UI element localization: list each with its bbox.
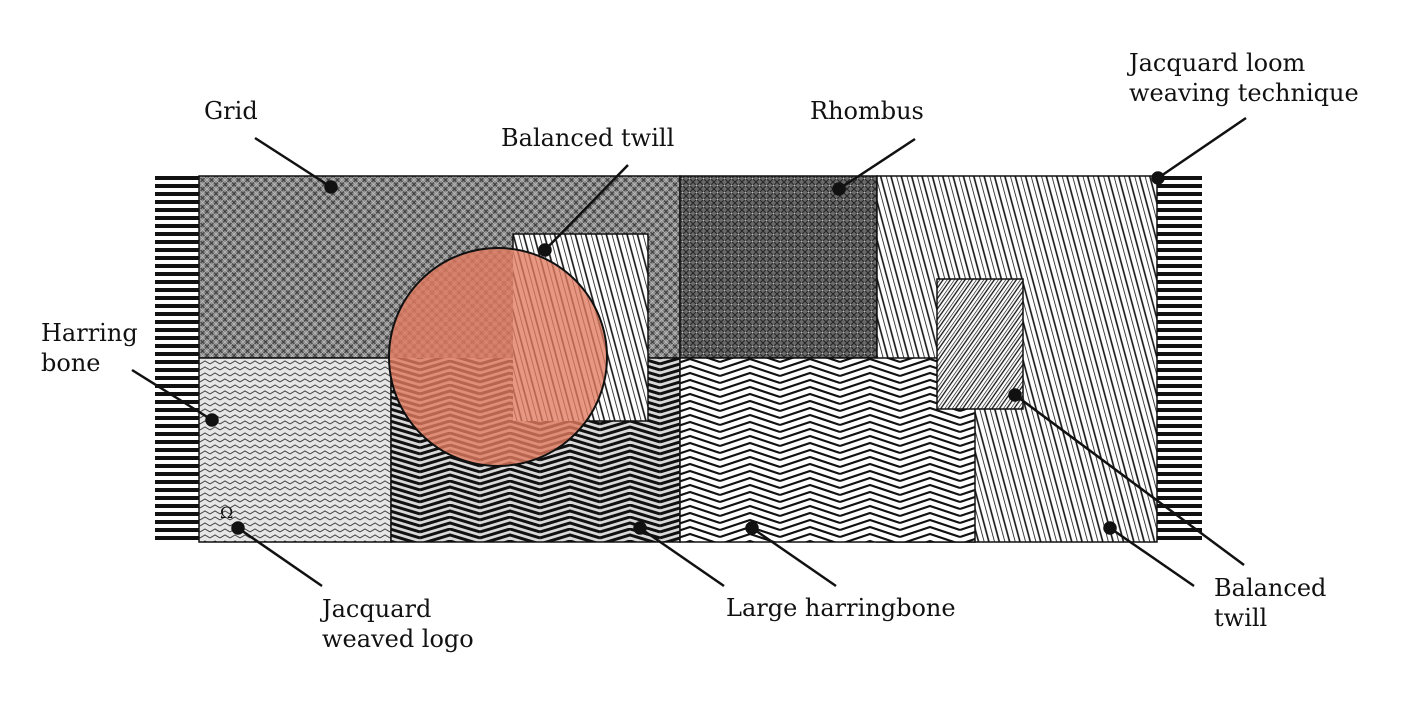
jacquard-logo-glyph: Ω <box>220 503 233 522</box>
dot-grid <box>324 180 338 194</box>
leader-large-harringbone-a <box>639 526 725 588</box>
highlight-circle-outline <box>388 247 608 467</box>
leader-jacquard-loom <box>1157 116 1247 180</box>
right-fringe <box>1157 176 1202 542</box>
label-harring-bone: Harring bone <box>41 319 138 377</box>
leader-balanced-twill-right-a <box>1014 393 1245 567</box>
harring-bone-region <box>198 357 392 543</box>
label-large-harringbone: Large harringbone <box>726 594 956 622</box>
large-harringbone-right-region <box>679 357 976 543</box>
left-fringe <box>155 176 199 542</box>
leader-balanced-twill-top <box>544 164 629 251</box>
leader-jacquard-logo <box>237 526 323 588</box>
dot-large-harringbone-a <box>633 521 647 535</box>
leader-balanced-twill-right-b <box>1109 526 1195 588</box>
dot-jacquard-loom <box>1151 171 1165 185</box>
leader-rhombus <box>838 137 916 191</box>
label-balanced-twill-top: Balanced twill <box>501 124 675 152</box>
dot-jacquard-logo <box>231 521 245 535</box>
dot-balanced-twill-right-a <box>1008 388 1022 402</box>
highlight-circle <box>389 248 607 466</box>
dot-balanced-twill-top <box>538 243 552 257</box>
leader-large-harringbone-b <box>751 526 837 588</box>
textile-body <box>198 175 1158 543</box>
dot-large-harringbone-b <box>745 521 759 535</box>
balanced-twill-inset-right <box>936 278 1024 410</box>
label-grid: Grid <box>204 97 258 125</box>
dot-balanced-twill-right-b <box>1103 521 1117 535</box>
leader-lines <box>131 116 1247 588</box>
label-rhombus: Rhombus <box>810 97 924 125</box>
label-jacquard-loom: Jacquard loom weaving technique <box>1129 49 1359 107</box>
dot-harring-bone <box>205 413 219 427</box>
label-jacquard-logo: Jacquard weaved logo <box>322 595 474 653</box>
dot-rhombus <box>832 182 846 196</box>
leader-harring-bone <box>131 368 213 422</box>
label-balanced-twill-right: Balanced twill <box>1214 574 1327 632</box>
rhombus-region <box>679 175 878 359</box>
leader-grid <box>254 136 332 189</box>
